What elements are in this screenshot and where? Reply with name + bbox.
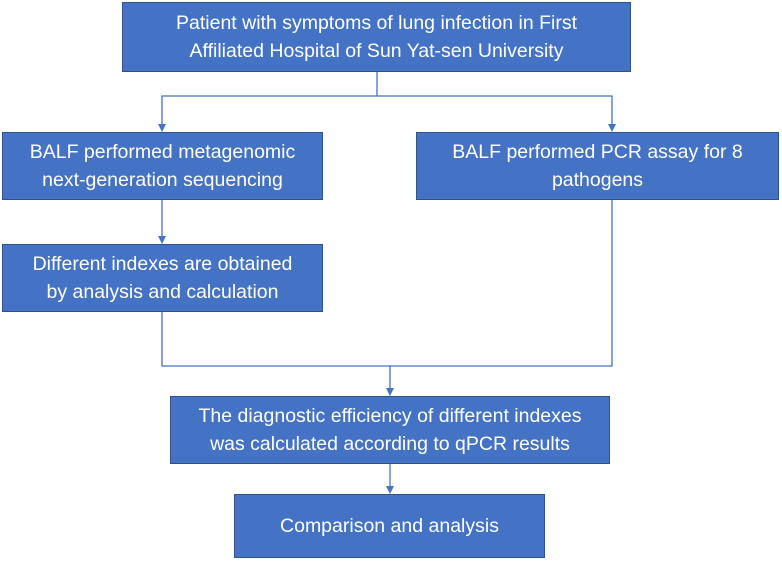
node-indexes: Different indexes are obtained by analys…: [2, 244, 323, 312]
edge-patient-to-mngs: [158, 72, 378, 132]
edge-indexes-to-efficiency: [161, 312, 394, 396]
node-indexes-label: Different indexes are obtained by analys…: [32, 253, 293, 303]
node-comparison: Comparison and analysis: [234, 494, 545, 558]
node-efficiency-label: The diagnostic efficiency of different i…: [198, 405, 582, 455]
node-efficiency: The diagnostic efficiency of different i…: [170, 396, 610, 464]
node-mngs: BALF performed metagenomic next-generati…: [2, 132, 323, 200]
node-patient: Patient with symptoms of lung infection …: [122, 2, 631, 72]
node-comparison-label: Comparison and analysis: [280, 515, 499, 537]
edge-patient-to-pcr: [377, 95, 616, 132]
node-patient-label: Patient with symptoms of lung infection …: [176, 12, 577, 62]
node-pcr-label: BALF performed PCR assay for 8 pathogens: [452, 141, 743, 191]
edge-pcr-to-efficiency: [390, 200, 613, 367]
node-mngs-label: BALF performed metagenomic next-generati…: [29, 141, 296, 191]
node-pcr: BALF performed PCR assay for 8 pathogens: [416, 132, 779, 200]
